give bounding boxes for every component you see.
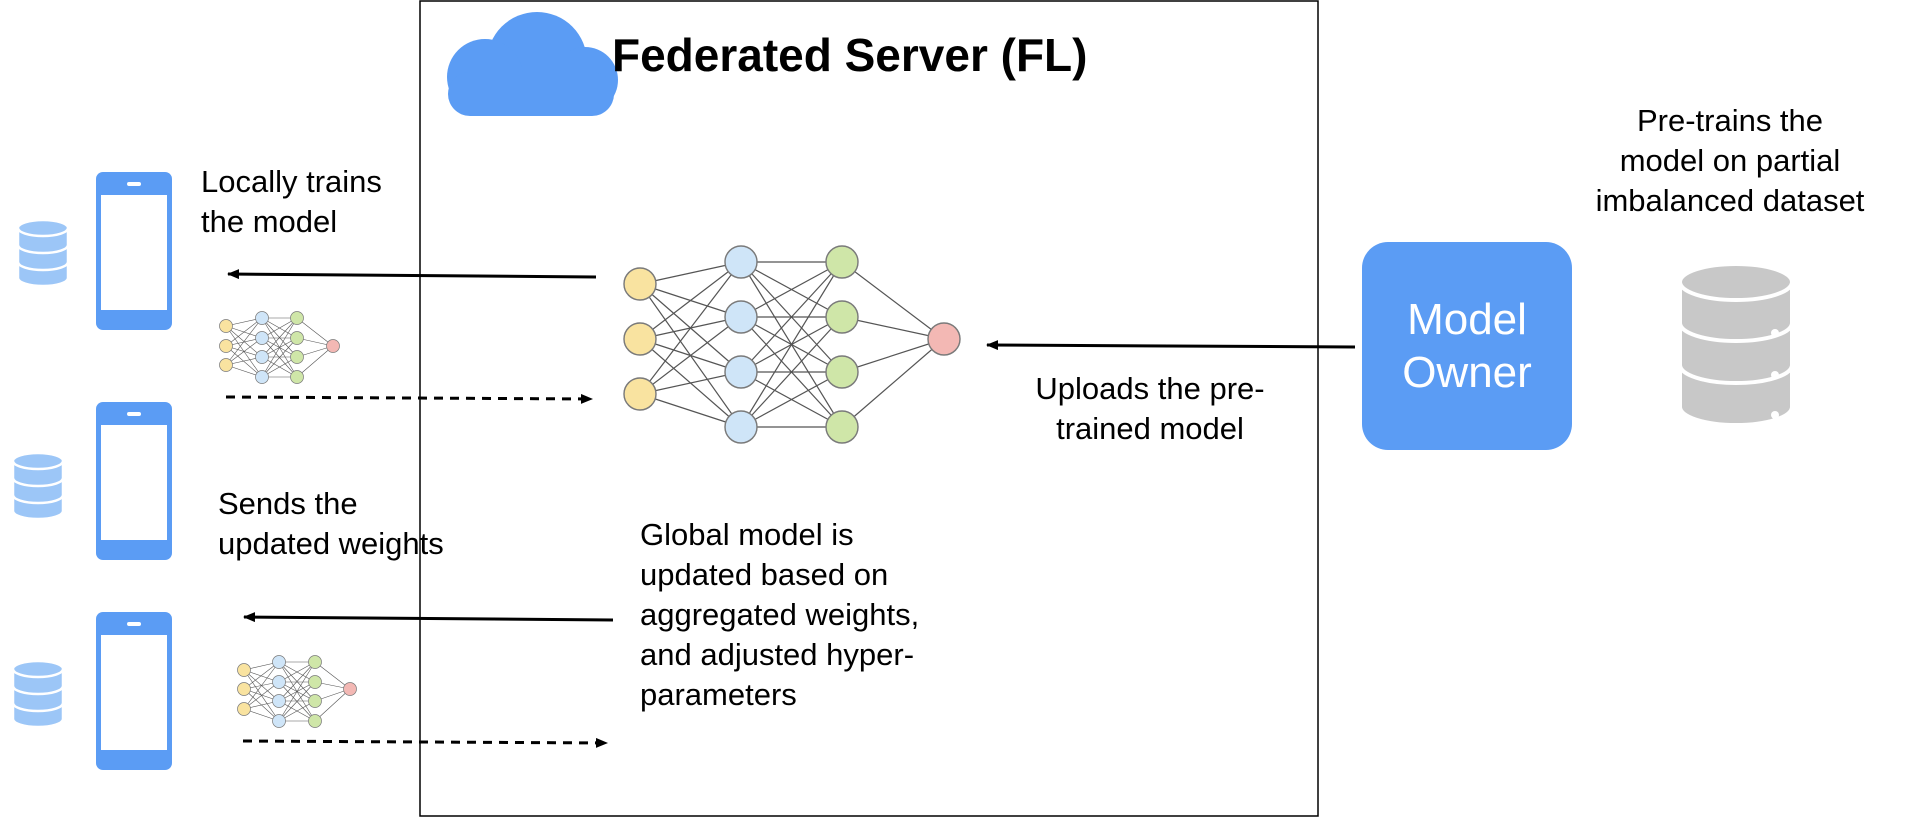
network-node <box>308 694 322 708</box>
network-edge <box>278 661 316 702</box>
pretrain-note: Pre-trains the model on partial imbalanc… <box>1595 103 1865 218</box>
network-edge <box>261 337 298 378</box>
network-edge <box>740 261 843 428</box>
network-node <box>623 322 657 356</box>
network-edge <box>841 316 945 340</box>
database-icon <box>11 451 65 521</box>
network-node <box>255 370 269 384</box>
neural-network-icon <box>237 655 357 728</box>
network-node <box>343 682 357 696</box>
network-edge <box>841 338 945 373</box>
network-edge <box>243 661 280 710</box>
network-edge <box>296 345 334 378</box>
network-node <box>219 358 233 372</box>
arrow-client-3-upload <box>242 737 608 748</box>
network-node <box>326 339 340 353</box>
server-frame <box>419 0 1319 817</box>
network-edge <box>841 261 945 340</box>
network-node <box>623 377 657 411</box>
network-edge <box>740 261 843 373</box>
network-node <box>255 350 269 364</box>
network-node <box>219 319 233 333</box>
network-node <box>290 331 304 345</box>
arrow-global-to-client-1 <box>227 269 597 280</box>
network-edge <box>278 681 316 722</box>
network-node <box>623 267 657 301</box>
network-node <box>272 694 286 708</box>
network-node <box>825 300 859 334</box>
network-edge <box>639 261 742 340</box>
network-edge <box>225 345 263 378</box>
network-node <box>219 339 233 353</box>
send-weights-label: Sends the updated weights <box>218 486 444 561</box>
network-edge <box>278 661 316 683</box>
network-edge <box>639 316 742 395</box>
network-edge <box>740 371 843 428</box>
network-node <box>237 663 251 677</box>
network-edge <box>314 688 351 722</box>
network-node <box>255 311 269 325</box>
network-node <box>825 355 859 389</box>
network-node <box>255 331 269 345</box>
network-node <box>724 300 758 334</box>
network-edge <box>225 317 263 366</box>
network-node <box>272 714 286 728</box>
network-edge <box>261 317 298 378</box>
network-node <box>927 322 961 356</box>
network-edge <box>243 661 280 690</box>
network-edge <box>639 371 742 395</box>
server-database-icon <box>1678 262 1794 427</box>
phone-icon <box>96 612 172 770</box>
network-edge <box>225 337 263 366</box>
network-edge <box>314 661 351 690</box>
network-edge <box>639 393 742 428</box>
network-node <box>272 675 286 689</box>
database-icon <box>16 218 70 288</box>
network-node <box>825 410 859 444</box>
neural-network-icon <box>219 311 340 384</box>
global-update-label: Global model is updated based on aggrega… <box>640 517 920 712</box>
network-edge <box>639 261 742 285</box>
network-node <box>308 714 322 728</box>
network-node <box>290 350 304 364</box>
network-edge <box>261 317 298 358</box>
model-owner-label: Model Owner <box>1402 295 1532 397</box>
network-edge <box>841 338 945 428</box>
network-node <box>272 655 286 669</box>
neural-network-icon <box>623 245 961 444</box>
network-edge <box>278 661 316 722</box>
network-node <box>237 682 251 696</box>
network-edge <box>296 317 334 347</box>
network-node <box>290 311 304 325</box>
network-edge <box>740 261 843 318</box>
local-training-label: Locally trains the model <box>201 164 382 239</box>
network-node <box>308 675 322 689</box>
upload-pretrained-label: Uploads the pre- trained model <box>1035 371 1265 446</box>
network-edge <box>278 700 316 722</box>
arrow-client-1-upload <box>225 393 593 404</box>
network-node <box>724 355 758 389</box>
network-node <box>825 245 859 279</box>
phone-icon <box>96 172 172 330</box>
model-owner-box: Model Owner <box>1362 242 1572 450</box>
network-node <box>308 655 322 669</box>
phone-icon <box>96 402 172 560</box>
network-edge <box>243 681 280 710</box>
network-node <box>724 245 758 279</box>
arrow-owner-to-server <box>986 340 1356 351</box>
server-title: Federated Server (FL) <box>612 29 1088 81</box>
network-node <box>237 702 251 716</box>
network-node <box>290 370 304 384</box>
database-icon <box>11 659 65 729</box>
network-node <box>724 410 758 444</box>
network-edge <box>639 261 742 395</box>
network-edge <box>740 316 843 428</box>
cloud-icon <box>447 12 618 116</box>
arrow-global-to-client-3 <box>243 612 614 623</box>
network-edge <box>225 317 263 347</box>
